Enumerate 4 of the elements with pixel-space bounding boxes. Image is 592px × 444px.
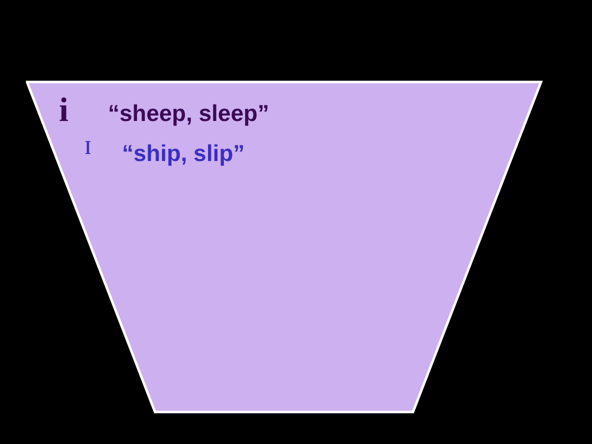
example-words: “ship, slip” xyxy=(122,142,245,165)
ipa-symbol: i xyxy=(59,94,68,128)
ipa-symbol: ɪ xyxy=(84,132,92,160)
example-words: “sheep, sleep” xyxy=(108,102,270,125)
